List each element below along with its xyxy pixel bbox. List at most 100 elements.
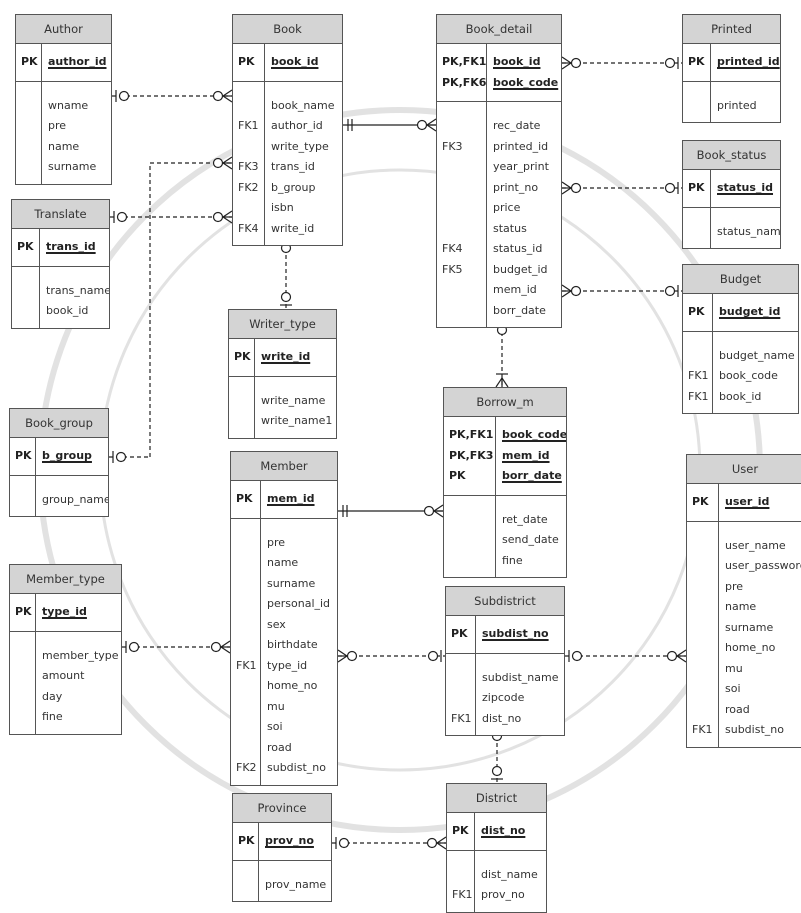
attribute-field: soi [267,720,283,733]
attribute-field: b_group [271,180,316,194]
attribute-field: write_type [271,139,329,153]
entity-title: Book_status [683,141,780,170]
attribute-field: type_id [267,658,308,672]
primary-key-field: write_id [261,350,311,363]
key-label [692,679,714,700]
relationship-translate-book [110,210,233,224]
attribute-field: prov_no [481,888,525,901]
key-label [442,116,482,137]
key-label [15,707,31,728]
key-label [442,301,482,322]
key-label: PK,FK3 [449,448,494,462]
key-label: FK5 [442,262,463,276]
primary-key-field: trans_id [46,240,96,253]
key-label: PK,FK1 [449,428,494,441]
attribute-field: member_type [42,648,119,662]
key-label [449,510,491,531]
attribute-field: user_password [725,559,801,572]
attribute-field: pre [267,535,286,549]
attribute-field: surname [48,160,97,173]
key-label [692,638,714,659]
attribute-field: borr_date [493,303,546,317]
relationship-member-type-member [122,640,231,654]
key-label: FK1 [451,711,472,725]
key-label [688,222,706,243]
attribute-field: book_code [719,369,778,382]
key-label: PK [688,305,705,318]
key-label: PK [452,824,469,837]
attribute-field: mu [725,661,743,675]
relationship-subdistrict-user [565,649,687,663]
key-label: FK1 [688,369,709,382]
relationship-book-book-detail [343,118,437,132]
attribute-field: zipcode [482,691,525,704]
attribute-field: trans_name [46,283,109,297]
key-label [442,219,482,240]
attribute-field: status_id [493,242,543,255]
key-label: FK2 [238,180,259,194]
key-label: FK3 [442,139,463,153]
attribute-field: rec_date [493,119,541,132]
relationship-author-book [112,89,233,103]
attribute-field: write_id [271,221,315,235]
key-label [692,597,714,618]
key-label [236,738,256,759]
primary-key-field: book_code [502,428,566,441]
attribute-field: pre [48,119,67,132]
attribute-field: price [493,201,521,214]
attribute-field: wname [48,98,89,112]
key-label [236,676,256,697]
relationship-book-group-book [109,156,233,463]
primary-key-field: type_id [42,605,87,618]
entity-title: Translate [12,200,109,229]
key-label [236,594,256,615]
key-label [15,646,31,667]
attribute-field: sex [267,617,286,631]
attribute-field: print_no [493,180,539,194]
key-label: PK [688,55,705,68]
attribute-field: prov_name [265,877,327,891]
entity-title: Province [233,794,331,823]
key-label: PK [234,350,251,363]
key-label: PK [238,55,255,68]
entity-title: Budget [683,265,798,294]
key-label [688,96,706,117]
key-label [442,280,482,301]
attribute-field: fine [42,710,63,723]
primary-key-field: mem_id [267,492,315,505]
key-label [688,346,708,367]
key-label [692,556,714,577]
attribute-field: book_id [719,389,762,403]
attribute-field: write_name [261,393,326,407]
relationship-book-detail-book-status [561,181,682,195]
primary-key-field: mem_id [502,448,550,462]
key-label [236,697,256,718]
primary-key-field: book_id [493,55,541,68]
key-label [234,391,250,412]
primary-key-field: dist_no [481,824,526,837]
key-label: PK [236,492,253,505]
key-label [17,301,35,322]
attribute-field: ret_date [502,512,548,526]
entity-title: Author [16,15,111,44]
key-label [692,659,714,680]
key-label [236,533,256,554]
attribute-field: year_print [493,160,549,173]
